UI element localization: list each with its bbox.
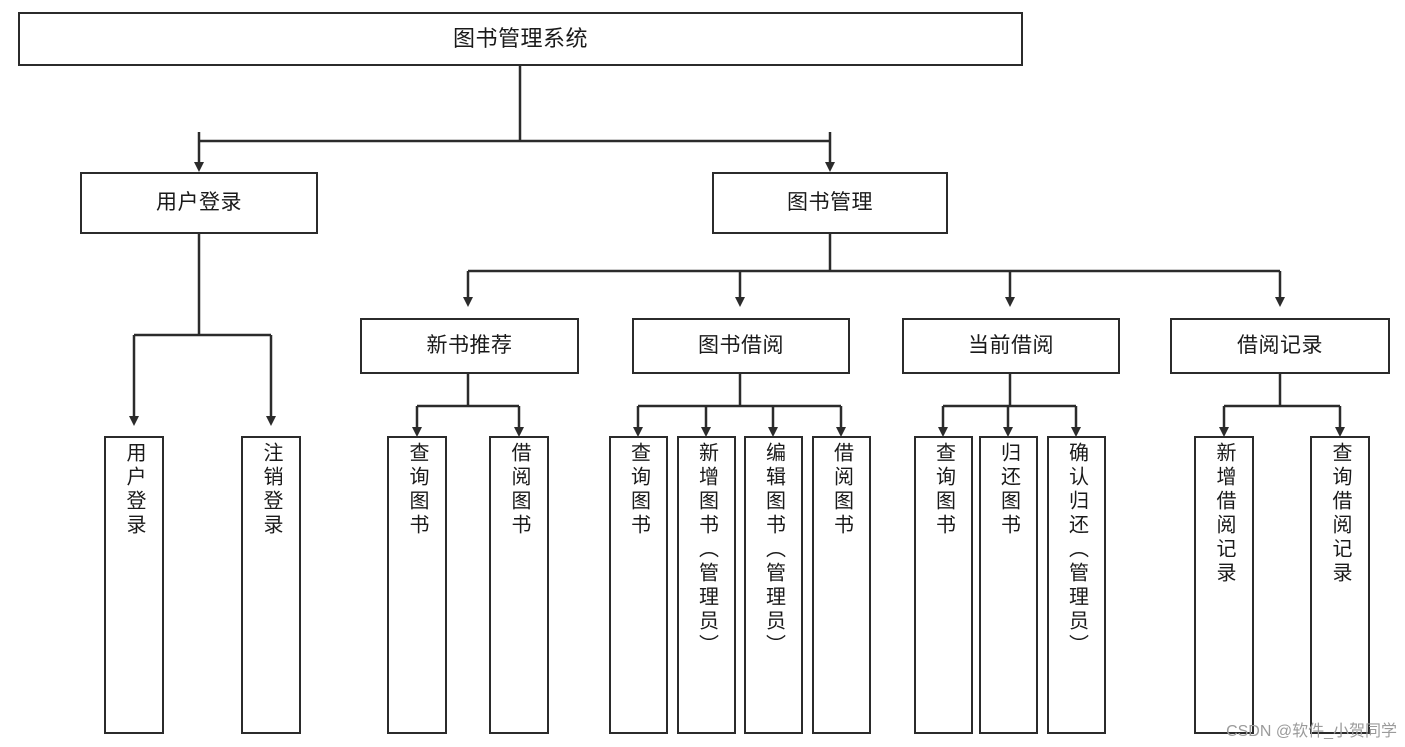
- node-leaf-query-book-3[interactable]: 查询图书: [914, 436, 973, 734]
- node-label: 当前借阅: [968, 333, 1054, 357]
- node-label: 查询图书: [406, 442, 428, 538]
- node-book-management[interactable]: 图书管理: [712, 172, 948, 234]
- node-label: 用户登录: [156, 190, 242, 214]
- node-current-borrow[interactable]: 当前借阅: [902, 318, 1120, 374]
- node-leaf-borrow-book-2[interactable]: 借阅图书: [812, 436, 871, 734]
- node-leaf-user-login[interactable]: 用户登录: [104, 436, 164, 734]
- node-label: 注销登录: [260, 442, 282, 538]
- node-leaf-add-record[interactable]: 新增借阅记录: [1194, 436, 1254, 734]
- node-label: 编辑图书（管理员）: [762, 442, 785, 658]
- node-borrow-record[interactable]: 借阅记录: [1170, 318, 1390, 374]
- node-leaf-return-book[interactable]: 归还图书: [979, 436, 1038, 734]
- node-label: 图书借阅: [698, 333, 784, 357]
- node-label: 查询借阅记录: [1329, 442, 1351, 586]
- node-label: 归还图书: [997, 442, 1020, 538]
- node-label: 确认归还（管理员）: [1065, 442, 1088, 658]
- node-leaf-query-book-1[interactable]: 查询图书: [387, 436, 447, 734]
- node-label: 借阅记录: [1237, 333, 1323, 357]
- node-label: 借阅图书: [508, 442, 530, 538]
- node-leaf-borrow-book-1[interactable]: 借阅图书: [489, 436, 549, 734]
- node-label: 借阅图书: [830, 442, 853, 538]
- node-leaf-confirm-return[interactable]: 确认归还（管理员）: [1047, 436, 1106, 734]
- node-new-book-recommend[interactable]: 新书推荐: [360, 318, 579, 374]
- node-user-login[interactable]: 用户登录: [80, 172, 318, 234]
- node-book-borrow[interactable]: 图书借阅: [632, 318, 850, 374]
- node-label: 图书管理系统: [452, 26, 588, 52]
- node-label: 查询图书: [932, 442, 955, 538]
- node-label: 图书管理: [787, 190, 873, 214]
- node-leaf-edit-book[interactable]: 编辑图书（管理员）: [744, 436, 803, 734]
- node-label: 新书推荐: [426, 333, 513, 357]
- node-leaf-query-record[interactable]: 查询借阅记录: [1310, 436, 1370, 734]
- node-label: 新增图书（管理员）: [695, 442, 718, 658]
- node-leaf-add-book[interactable]: 新增图书（管理员）: [677, 436, 736, 734]
- node-leaf-query-book-2[interactable]: 查询图书: [609, 436, 668, 734]
- node-label: 新增借阅记录: [1213, 442, 1235, 586]
- node-leaf-logout-login[interactable]: 注销登录: [241, 436, 301, 734]
- node-book-management-system[interactable]: 图书管理系统: [18, 12, 1023, 66]
- node-label: 用户登录: [123, 442, 145, 538]
- node-label: 查询图书: [627, 442, 650, 538]
